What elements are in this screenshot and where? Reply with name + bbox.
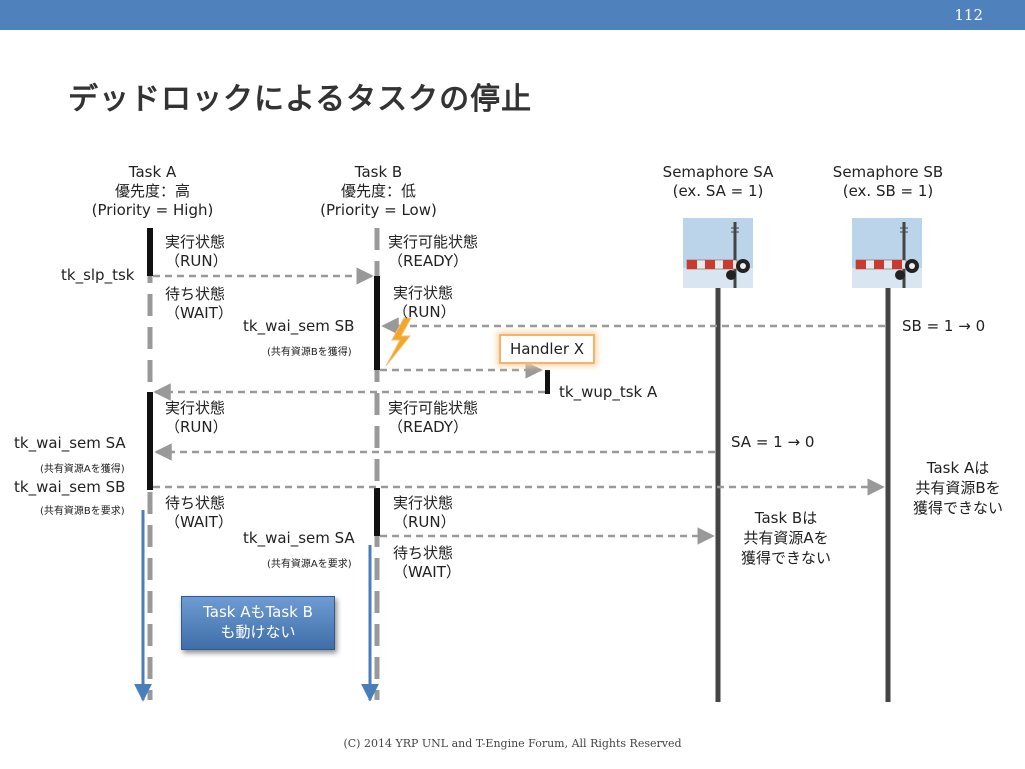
task-b-state-ready: 実行可能状態（READY） <box>388 233 479 270</box>
request-b-note: (共有資源Bを要求) <box>40 506 125 517</box>
task-a-state-run: 実行状態（RUN） <box>165 233 228 270</box>
semaphore-sb-header: Semaphore SB(ex. SB = 1) <box>832 163 944 200</box>
task-b-active-bar <box>374 488 380 536</box>
lightning-icon <box>385 317 412 367</box>
call-tk-wai-sem-sa-task-b: tk_wai_sem SA <box>243 529 355 547</box>
call-tk-wup-tsk-a: tk_wup_tsk A <box>559 383 658 401</box>
task-b-state-wait: 待ち状態（WAIT） <box>393 544 461 581</box>
task-a-active-bar <box>147 392 153 490</box>
call-tk-wai-sem-sb-task-a: tk_wai_sem SB <box>14 478 126 496</box>
task-a-blocked-note: Task Aは共有資源Bを獲得できない <box>912 459 1003 517</box>
handler-active-bar <box>545 370 550 394</box>
task-b-state-run: 実行状態（RUN） <box>393 494 456 531</box>
task-b-blocked-note: Task Bは共有資源Aを獲得できない <box>740 509 831 567</box>
request-a-note: (共有資源Aを要求) <box>267 559 352 570</box>
acquire-a-note: (共有資源Aを獲得) <box>40 464 125 475</box>
call-tk-slp-tsk: tk_slp_tsk <box>61 266 135 284</box>
task-a-state-wait: 待ち状態（WAIT） <box>165 494 233 531</box>
slide-title: デッドロックによるタスクの停止 <box>68 82 533 117</box>
call-tk-wai-sem-sb-task-b: tk_wai_sem SB <box>243 317 355 335</box>
call-tk-wai-sem-sa-task-a: tk_wai_sem SA <box>14 434 126 452</box>
page-number: 112 <box>954 6 983 24</box>
semaphore-signal-icon <box>852 218 922 288</box>
task-a-state-run: 実行状態（RUN） <box>165 399 228 436</box>
top-bar <box>0 0 1025 30</box>
task-b-active-bar <box>374 276 380 370</box>
handler-x-box: Handler X <box>499 334 595 364</box>
semaphore-sa-change: SA = 1 → 0 <box>731 433 815 451</box>
semaphore-sa-header: Semaphore SA(ex. SA = 1) <box>662 163 774 200</box>
task-a-active-bar <box>147 228 153 276</box>
acquire-b-note: (共有資源Bを獲得) <box>267 347 352 358</box>
copyright-footer: (C) 2014 YRP UNL and T-Engine Forum, All… <box>343 737 682 750</box>
semaphore-signal-icon <box>683 218 753 288</box>
task-a-state-wait: 待ち状態（WAIT） <box>165 285 233 322</box>
task-b-state-ready: 実行可能状態（READY） <box>388 399 479 436</box>
semaphore-sb-change: SB = 1 → 0 <box>902 317 986 335</box>
task-b-state-run: 実行状態（RUN） <box>393 284 456 321</box>
